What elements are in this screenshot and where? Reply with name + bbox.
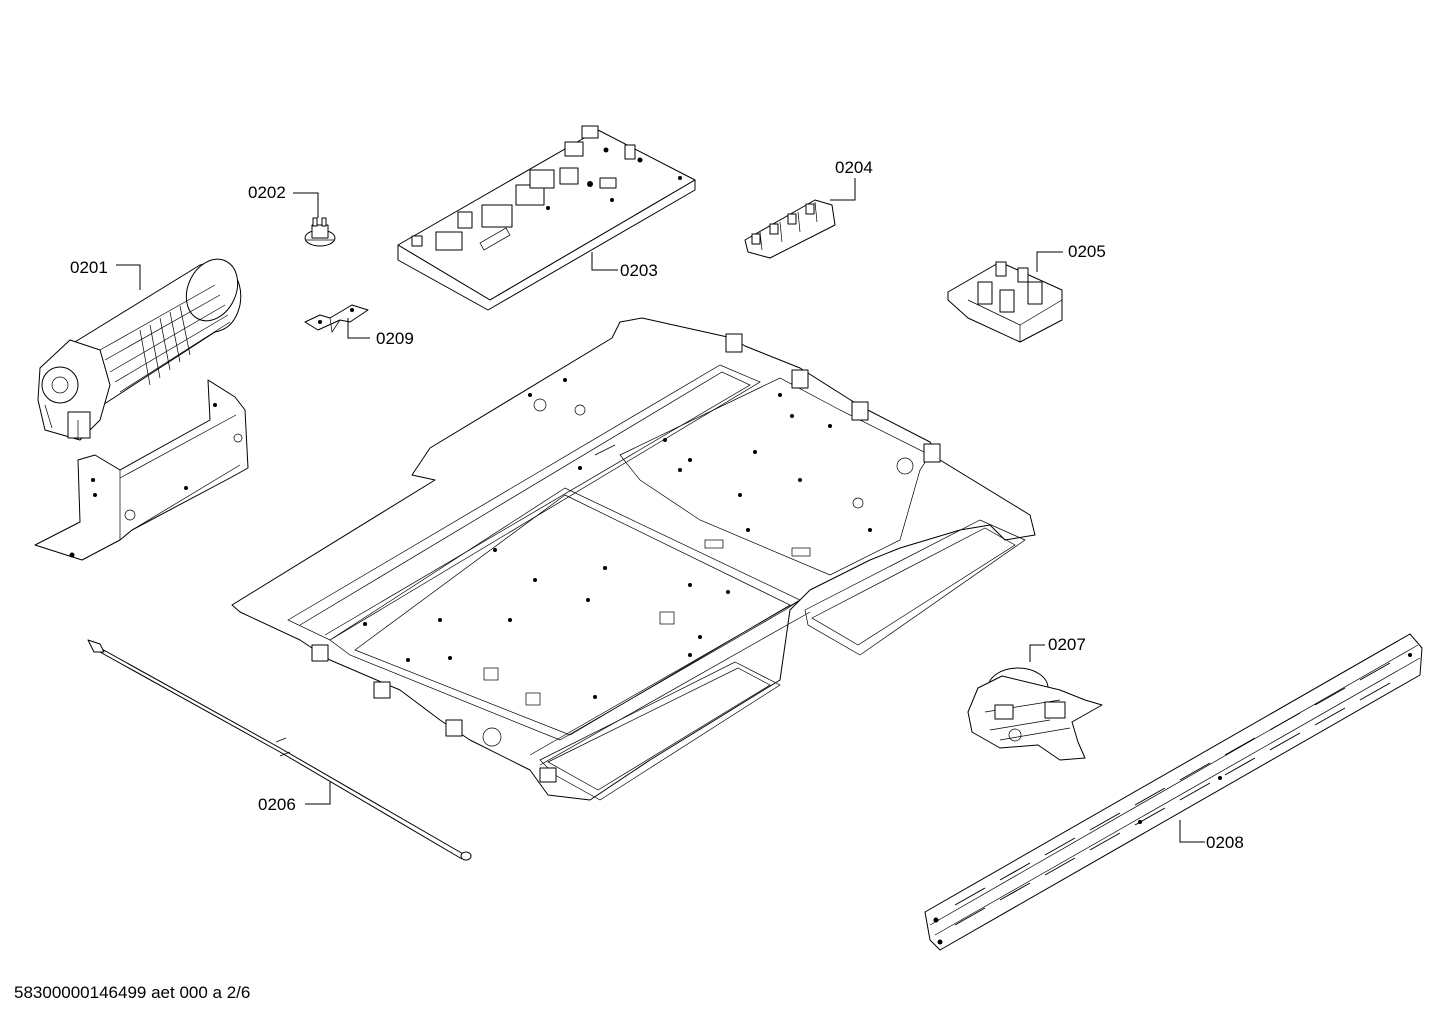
drawing-reference-footer: 58300000146499 aet 000 a 2/6 [14,983,250,1002]
part-0208-rail [924,633,1423,951]
rail-slots [954,662,1391,926]
part-0207-motor-assembly [967,644,1103,761]
part-0202-thermostat [293,192,336,247]
part-0209-bracket-clip [304,304,370,339]
callout-0201: 0201 [70,258,108,277]
fan-bracket [34,379,249,561]
callout-0208: 0208 [1206,833,1244,852]
base-plate [231,317,1036,801]
callout-0205: 0205 [1068,242,1106,261]
callout-0203: 0203 [620,261,658,280]
callout-0202: 0202 [248,183,286,202]
callout-0209: 0209 [376,329,414,348]
part-0203-control-board [397,125,696,311]
part-0205-relay-housing [947,251,1063,343]
part-0206-cable [87,639,472,861]
callout-0207: 0207 [1048,635,1086,654]
callout-0204: 0204 [835,158,873,177]
part-0204-terminal-block [744,178,856,259]
callout-0206: 0206 [258,795,296,814]
part-0201-tangential-fan [37,258,242,441]
